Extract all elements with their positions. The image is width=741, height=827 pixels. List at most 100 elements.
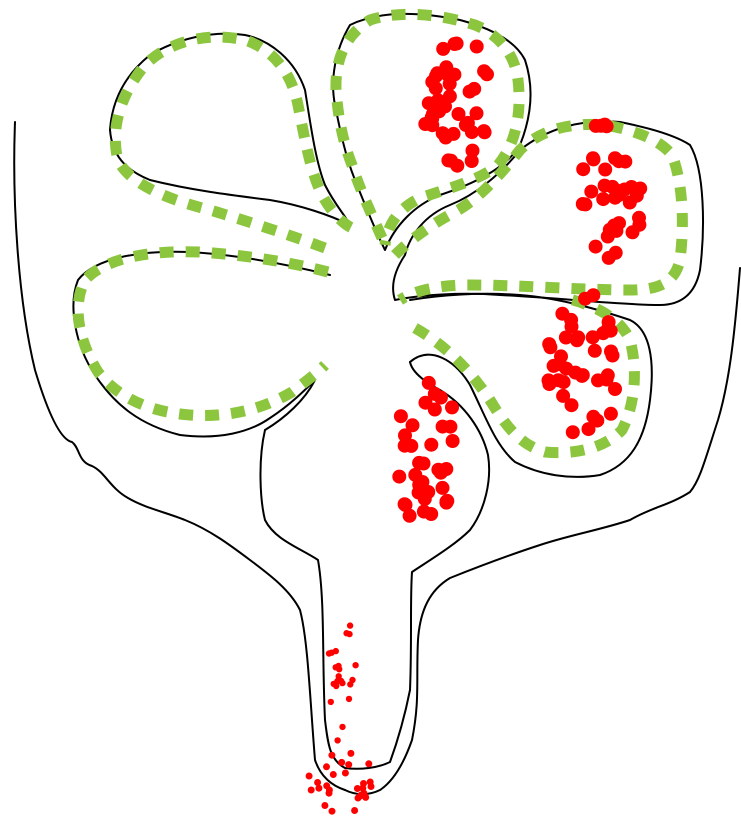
dot-cluster-center-dot: [406, 418, 420, 432]
dot-cluster-right-dot: [582, 422, 596, 436]
dot-cluster-upper-right-dot: [612, 216, 626, 230]
dot-cluster-top-dot: [444, 154, 458, 168]
dot-cluster-stalk-dot: [339, 724, 345, 730]
dot-cluster-center-dot: [412, 456, 426, 470]
dot-cluster-base-dot: [345, 761, 352, 768]
dot-cluster-center-dot: [417, 505, 431, 519]
dot-cluster-top-dot: [467, 82, 481, 96]
dot-cluster-upper-right-dot: [584, 185, 598, 199]
dot-cluster-base-dot: [308, 787, 315, 794]
lobe-outline-upper-left: [110, 34, 350, 225]
dot-cluster-center-dot: [421, 485, 435, 499]
dot-cluster-center-dot: [445, 400, 459, 414]
dot-cluster-base-dot: [362, 793, 369, 800]
dot-cluster-center-dot: [422, 376, 436, 390]
dot-cluster-top-dot: [470, 40, 484, 54]
dot-cluster-base-dot: [368, 783, 375, 790]
dot-cluster-upper-right-dot: [578, 197, 592, 211]
dot-cluster-top-dot: [466, 144, 480, 158]
dot-cluster-right-dot: [559, 331, 573, 345]
dot-cluster-upper-right-dot: [609, 246, 623, 260]
dot-cluster-center-dot: [424, 438, 438, 452]
dot-cluster-base-dot: [351, 807, 358, 814]
dot-cluster-center-dot: [439, 462, 453, 476]
dot-cluster-base-dot: [338, 759, 345, 766]
dot-cluster-upper-right-dot: [586, 151, 600, 165]
dot-cluster-base-dot: [330, 771, 337, 778]
dot-cluster-stalk-dot: [336, 666, 342, 672]
dot-cluster-upper-right-dot: [596, 192, 610, 206]
dot-cluster-top-dot: [443, 89, 457, 103]
dashed-boundary-left: [78, 252, 328, 416]
dot-cluster-base-dot: [365, 760, 372, 767]
dot-cluster-right-dot: [559, 362, 573, 376]
dot-cluster-center-dot: [446, 434, 460, 448]
dot-cluster-top-dot: [439, 131, 453, 145]
dot-cluster-right-dot: [604, 345, 618, 359]
dot-cluster-center-dot: [398, 439, 412, 453]
dot-cluster-right-dot: [555, 307, 569, 321]
dot-cluster-top-dot: [430, 66, 444, 80]
dot-cluster-right-dot: [571, 330, 585, 344]
dot-cluster-right-dot: [566, 425, 580, 439]
dot-cluster-upper-right-dot: [632, 211, 646, 225]
dot-cluster-stalk-dot: [346, 696, 352, 702]
dot-cluster-base-dot: [354, 785, 361, 792]
dot-cluster-top-dot: [459, 118, 473, 132]
dot-cluster-top-dot: [448, 37, 462, 51]
lobe-outline-left: [73, 252, 330, 437]
dot-cluster-stalk-dot: [328, 699, 334, 705]
dot-cluster-right-dot: [604, 407, 618, 421]
dot-cluster-right-dot: [608, 382, 622, 396]
dot-cluster-center-dot: [403, 509, 417, 523]
dot-cluster-center-dot: [394, 409, 408, 423]
dot-cluster-base-dot: [315, 785, 322, 792]
dot-cluster-right-dot: [551, 373, 565, 387]
dot-cluster-base-dot: [347, 750, 354, 757]
dot-cluster-upper-right-dot: [576, 162, 590, 176]
dot-cluster-upper-right-dot: [598, 163, 612, 177]
dot-cluster-top-dot: [426, 107, 440, 121]
dashed-boundaries: [78, 14, 682, 452]
dot-cluster-right-dot: [542, 337, 556, 351]
dot-cluster-center-dot: [436, 481, 450, 495]
lobe-outline-upper-right: [393, 121, 703, 305]
dashed-boundary-upper-left: [115, 37, 352, 248]
dot-cluster-upper-right-dot: [630, 189, 644, 203]
dot-cluster-right-dot: [575, 369, 589, 383]
dot-cluster-top-dot: [477, 64, 491, 78]
dot-cluster-stalk-dot: [347, 622, 353, 628]
dot-cluster-center-dot: [436, 420, 450, 434]
dot-cluster-base-dot: [323, 763, 330, 770]
dot-cluster-stalk-dot: [352, 662, 358, 668]
dot-cluster-center-dot: [392, 470, 406, 484]
dot-cluster-right-dot: [586, 330, 600, 344]
dot-cluster-upper-right-dot: [608, 151, 622, 165]
dot-cluster-base-dot: [326, 790, 333, 797]
dot-cluster-stalk-dot: [347, 681, 353, 687]
dot-cluster-upper-right-dot: [589, 240, 603, 254]
dot-cluster-base-dot: [306, 773, 313, 780]
dot-cluster-upper-right-dot: [626, 225, 640, 239]
dot-cluster-right-dot: [591, 373, 605, 387]
dot-cluster-base-dot: [329, 808, 336, 815]
dot-cluster-stalk-dot: [339, 680, 345, 686]
dot-cluster-stalk-dot: [334, 737, 340, 743]
dot-cluster-top-dot: [447, 68, 461, 82]
dot-cluster-center-dot: [440, 495, 454, 509]
dot-cluster-center-dot: [428, 403, 442, 417]
dot-cluster-right-dot: [588, 344, 602, 358]
dot-cluster-right-dot: [578, 292, 592, 306]
dot-cluster-stalk-dot: [333, 648, 339, 654]
dot-cluster-top-dot: [429, 81, 443, 95]
dot-cluster-stalk-dot: [326, 650, 332, 656]
outer-outline-left: [14, 122, 345, 790]
dot-cluster-base-dot: [342, 770, 349, 777]
dot-cluster-base-dot: [328, 752, 335, 759]
dot-cluster-right-dot: [600, 323, 614, 337]
dot-cluster-upper-right-dot: [612, 188, 626, 202]
dot-cluster-center-dot: [434, 391, 448, 405]
dot-cluster-top-dot: [470, 106, 484, 120]
dot-cluster-stalk-dot: [346, 631, 352, 637]
